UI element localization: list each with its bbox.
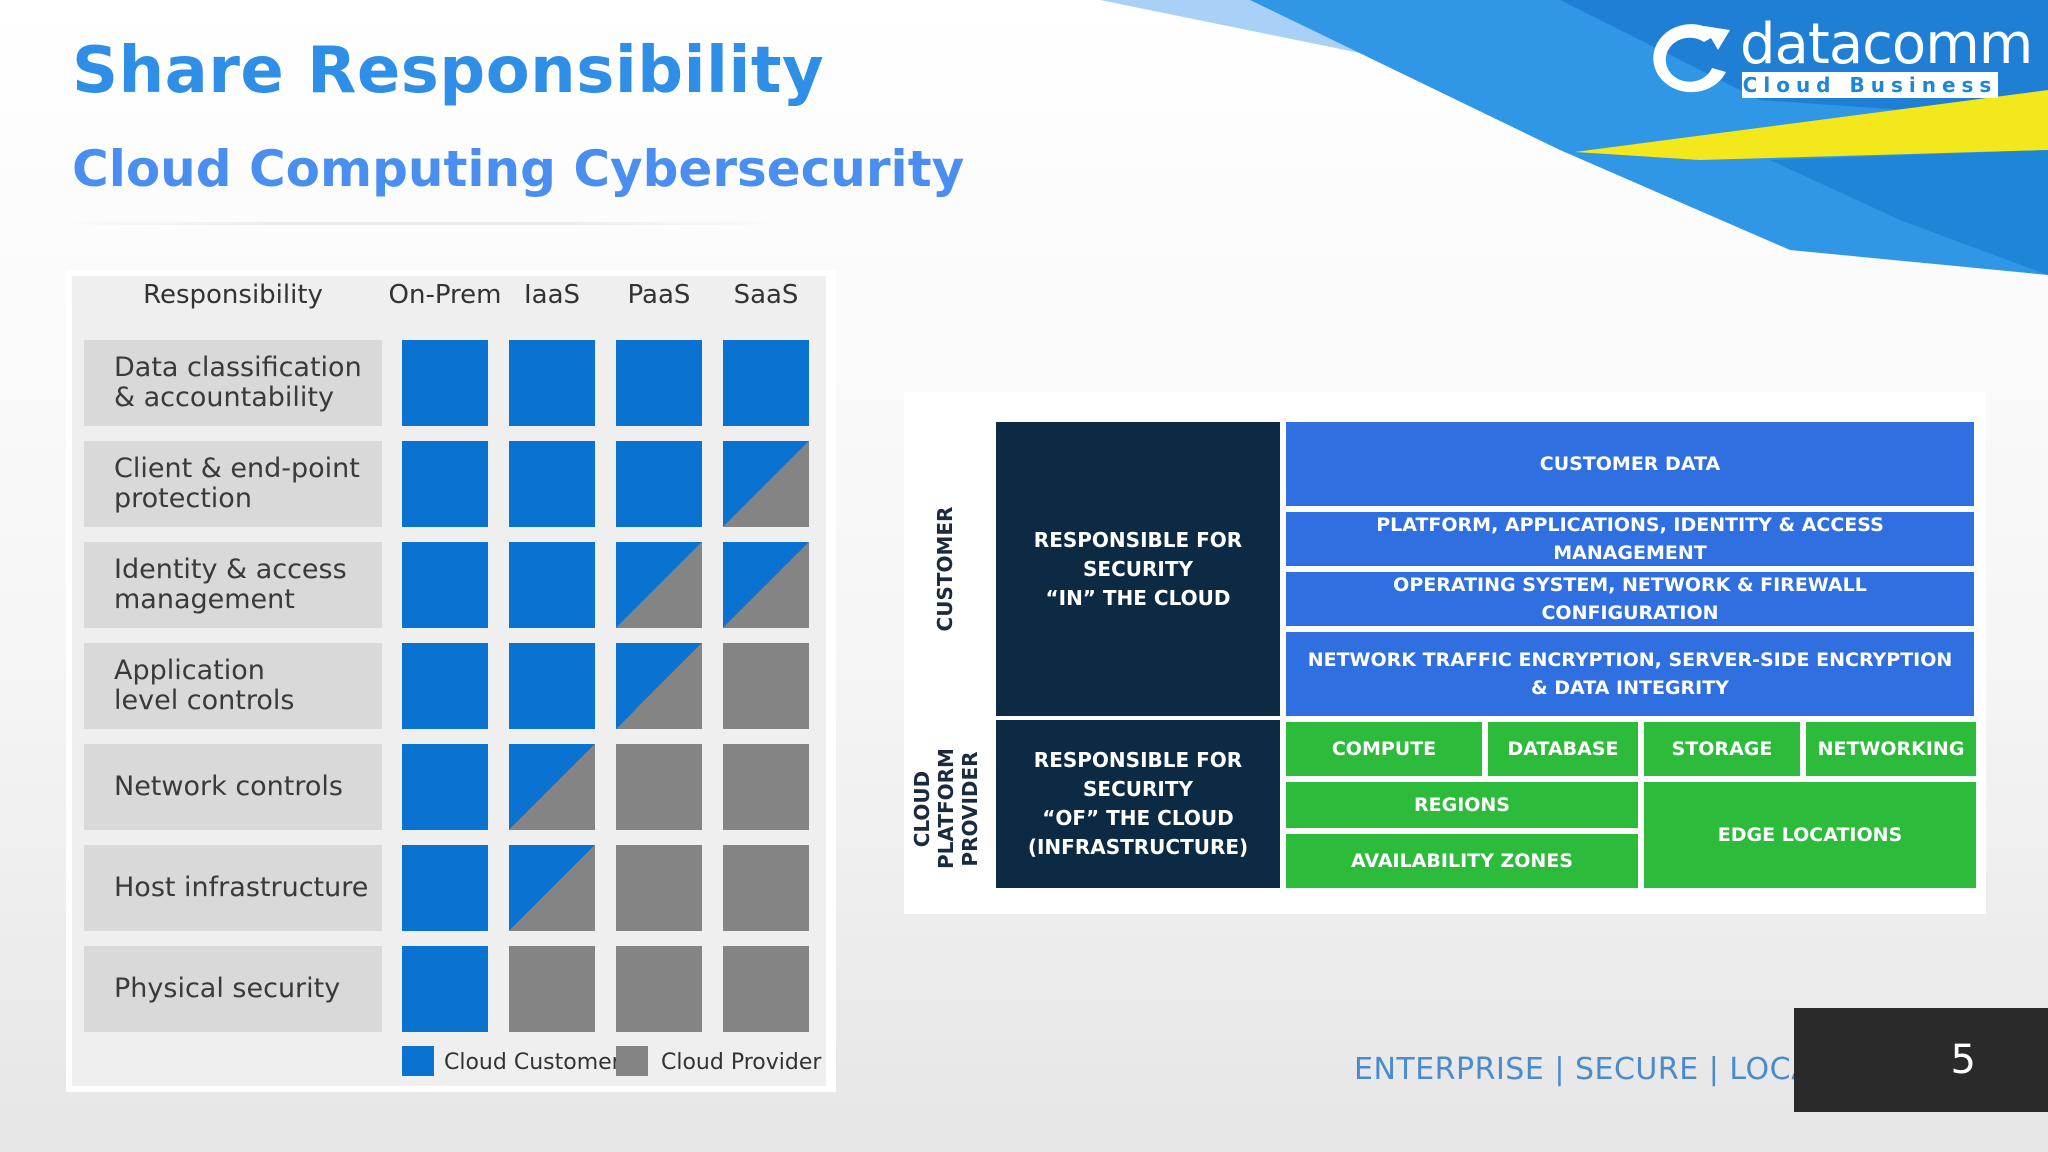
matrix-row-label: Physical security — [84, 946, 382, 1032]
matrix-column-on-prem: On-Prem — [388, 280, 502, 310]
matrix-row-label: Client & end-point protection — [84, 441, 382, 527]
page-number-box: 5 — [1794, 1008, 2048, 1112]
customer-data-layer: CUSTOMER DATA — [1286, 422, 1974, 506]
matrix-cell-provider — [723, 643, 809, 729]
footer-tagline: ENTERPRISE | SECURE | LOCAL — [1354, 1052, 1830, 1087]
slide-title: Share Responsibility — [72, 34, 825, 108]
slide-subtitle: Cloud Computing Cybersecurity — [72, 140, 965, 198]
matrix-cell-customer — [402, 946, 488, 1032]
matrix-cell-customer — [402, 441, 488, 527]
matrix-cell-split — [509, 845, 595, 931]
matrix-row-label: Application level controls — [84, 643, 382, 729]
edge-locations-block: EDGE LOCATIONS — [1644, 782, 1976, 888]
compute-block: COMPUTE — [1286, 722, 1482, 776]
matrix-cell-split — [723, 542, 809, 628]
matrix-cell-customer — [402, 542, 488, 628]
matrix-row-label: Host infrastructure — [84, 845, 382, 931]
matrix-cell-customer — [509, 340, 595, 426]
in-cloud-block: RESPONSIBLE FOR SECURITY “IN” THE CLOUD — [996, 422, 1280, 716]
matrix-column-saas: SaaS — [733, 280, 799, 310]
matrix-cell-split — [616, 643, 702, 729]
title-divider — [60, 222, 780, 225]
legend-customer-swatch — [402, 1046, 434, 1076]
matrix-column-paas: PaaS — [627, 280, 691, 310]
matrix-cell-split — [509, 744, 595, 830]
matrix-cell-customer — [402, 643, 488, 729]
encryption-layer: NETWORK TRAFFIC ENCRYPTION, SERVER-SIDE … — [1286, 632, 1974, 716]
matrix-row-label: Identity & access management — [84, 542, 382, 628]
platform-apps-layer: PLATFORM, APPLICATIONS, IDENTITY & ACCES… — [1286, 512, 1974, 566]
matrix-cell-provider — [723, 946, 809, 1032]
matrix-cell-provider — [723, 744, 809, 830]
legend-customer-label: Cloud Customer — [444, 1050, 621, 1075]
os-network-layer: OPERATING SYSTEM, NETWORK & FIREWALL CON… — [1286, 572, 1974, 626]
database-block: DATABASE — [1488, 722, 1638, 776]
logo-wordmark: datacomm — [1740, 12, 2033, 77]
matrix-row-label: Network controls — [84, 744, 382, 830]
matrix-cell-provider — [616, 946, 702, 1032]
customer-side-label: CUSTOMER — [933, 506, 957, 632]
page-number: 5 — [1950, 1037, 1976, 1083]
matrix-column-iaas: IaaS — [523, 280, 581, 310]
of-cloud-block: RESPONSIBLE FOR SECURITY “OF” THE CLOUD … — [996, 720, 1280, 888]
matrix-cell-customer — [616, 441, 702, 527]
provider-side-label: CLOUD PLATFORM PROVIDER — [910, 748, 982, 869]
storage-block: STORAGE — [1644, 722, 1800, 776]
matrix-cell-customer — [402, 340, 488, 426]
matrix-row-label: Data classification & accountability — [84, 340, 382, 426]
legend-provider-swatch — [616, 1046, 648, 1076]
matrix-cell-customer — [509, 542, 595, 628]
legend-provider-label: Cloud Provider — [661, 1050, 822, 1075]
matrix-cell-customer — [616, 340, 702, 426]
matrix-cell-customer — [509, 441, 595, 527]
matrix-cell-customer — [509, 643, 595, 729]
regions-block: REGIONS — [1286, 782, 1638, 828]
networking-block: NETWORKING — [1806, 722, 1976, 776]
matrix-cell-provider — [723, 845, 809, 931]
matrix-cell-customer — [402, 744, 488, 830]
matrix-cell-split — [616, 542, 702, 628]
logo-swirl-icon — [1653, 24, 1730, 93]
matrix-cell-split — [723, 441, 809, 527]
matrix-cell-customer — [723, 340, 809, 426]
matrix-cell-provider — [616, 845, 702, 931]
matrix-cell-customer — [402, 845, 488, 931]
matrix-cell-provider — [616, 744, 702, 830]
matrix-header-responsibility: Responsibility — [143, 280, 323, 310]
datacomm-logo: datacomm Cloud Business — [1640, 12, 2033, 98]
matrix-cell-provider — [509, 946, 595, 1032]
availability-zones-block: AVAILABILITY ZONES — [1286, 834, 1638, 888]
logo-tagline: Cloud Business — [1742, 72, 1998, 98]
